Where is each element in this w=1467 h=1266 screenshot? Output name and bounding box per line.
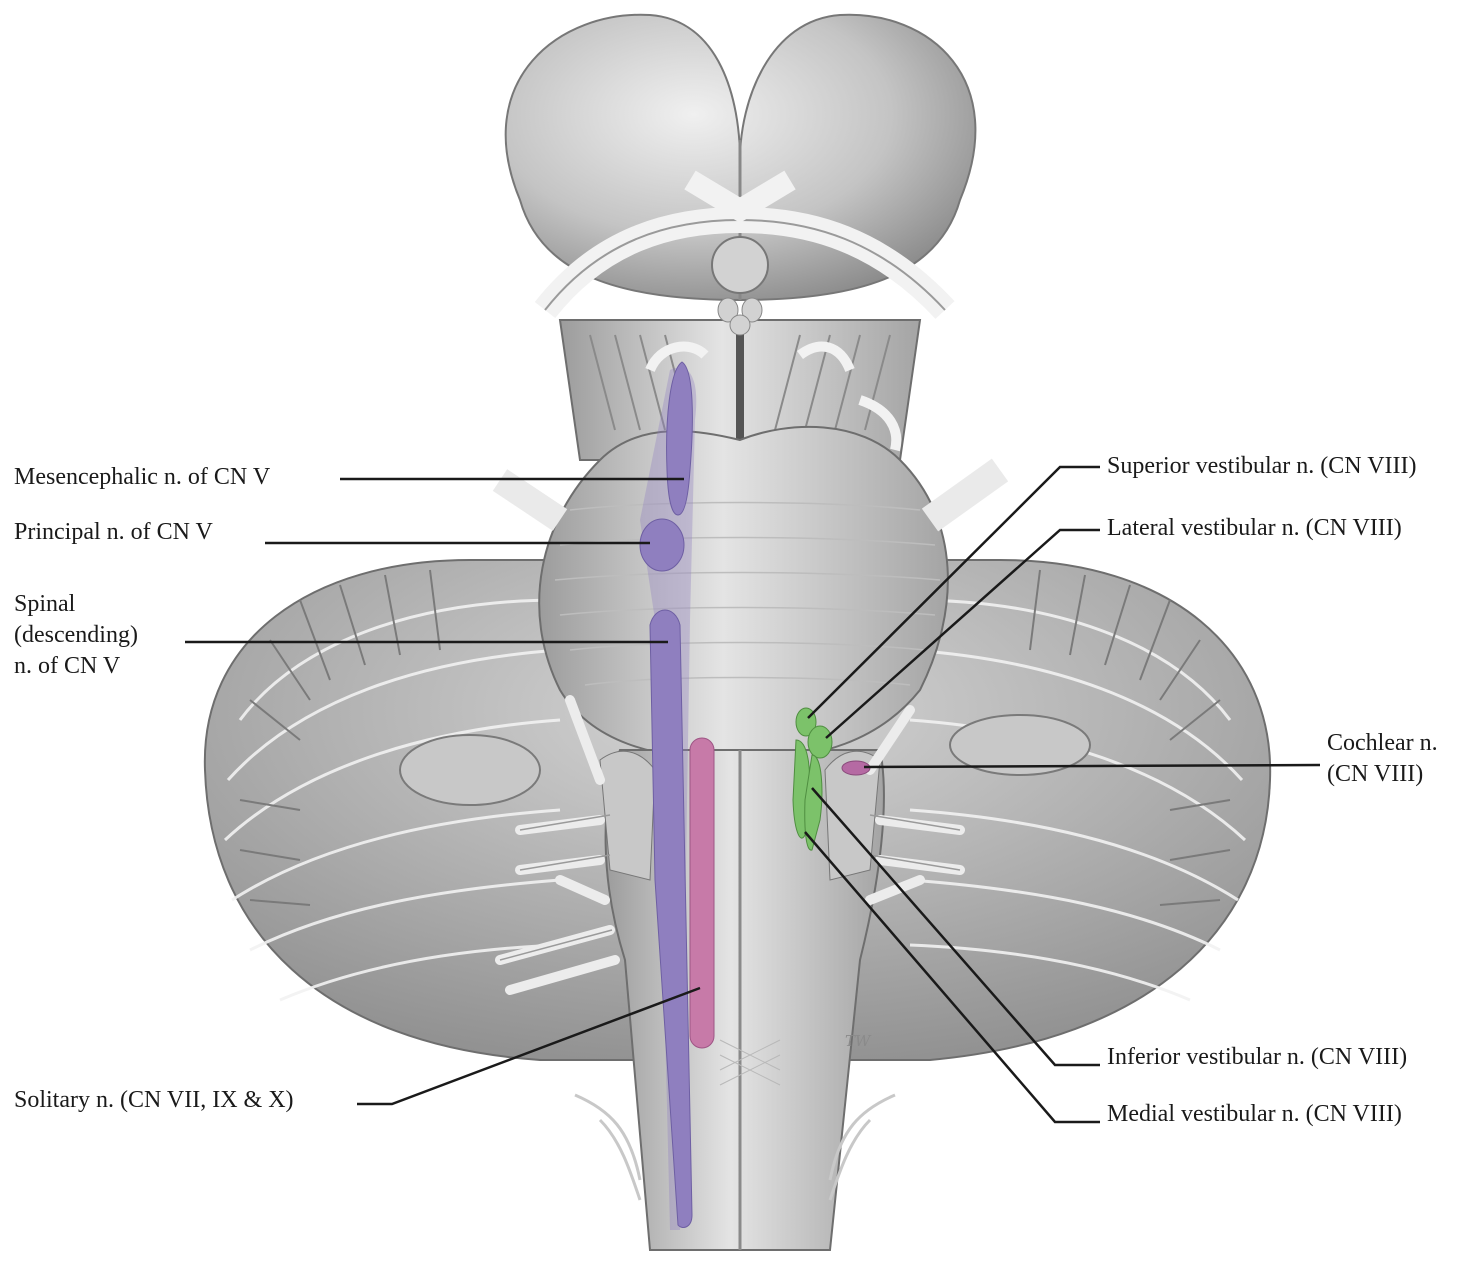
label-spinal-line-2: (descending) <box>14 620 138 651</box>
label-superior-vestibular-nucleus: Superior vestibular n. (CN VIII) <box>1107 451 1417 482</box>
label-cochlear-nucleus: Cochlear n. (CN VIII) <box>1327 728 1438 790</box>
label-principal-nucleus: Principal n. of CN V <box>14 517 213 548</box>
label-inferior-vestibular-nucleus: Inferior vestibular n. (CN VIII) <box>1107 1042 1407 1073</box>
label-mesencephalic-nucleus: Mesencephalic n. of CN V <box>14 462 270 493</box>
solitary-nucleus <box>690 738 714 1048</box>
artist-signature: TW <box>845 1032 870 1050</box>
principal-nucleus <box>640 519 684 571</box>
label-lateral-vestibular-nucleus: Lateral vestibular n. (CN VIII) <box>1107 513 1402 544</box>
label-spinal-line-3: n. of CN V <box>14 651 138 682</box>
label-cochlear-line-2: (CN VIII) <box>1327 759 1438 790</box>
label-solitary-nucleus: Solitary n. (CN VII, IX & X) <box>14 1085 294 1116</box>
label-spinal-trigeminal-nucleus: Spinal (descending) n. of CN V <box>14 589 138 682</box>
diencephalon <box>506 15 976 335</box>
label-cochlear-line-1: Cochlear n. <box>1327 728 1438 759</box>
label-medial-vestibular-nucleus: Medial vestibular n. (CN VIII) <box>1107 1099 1402 1130</box>
label-spinal-line-1: Spinal <box>14 589 138 620</box>
